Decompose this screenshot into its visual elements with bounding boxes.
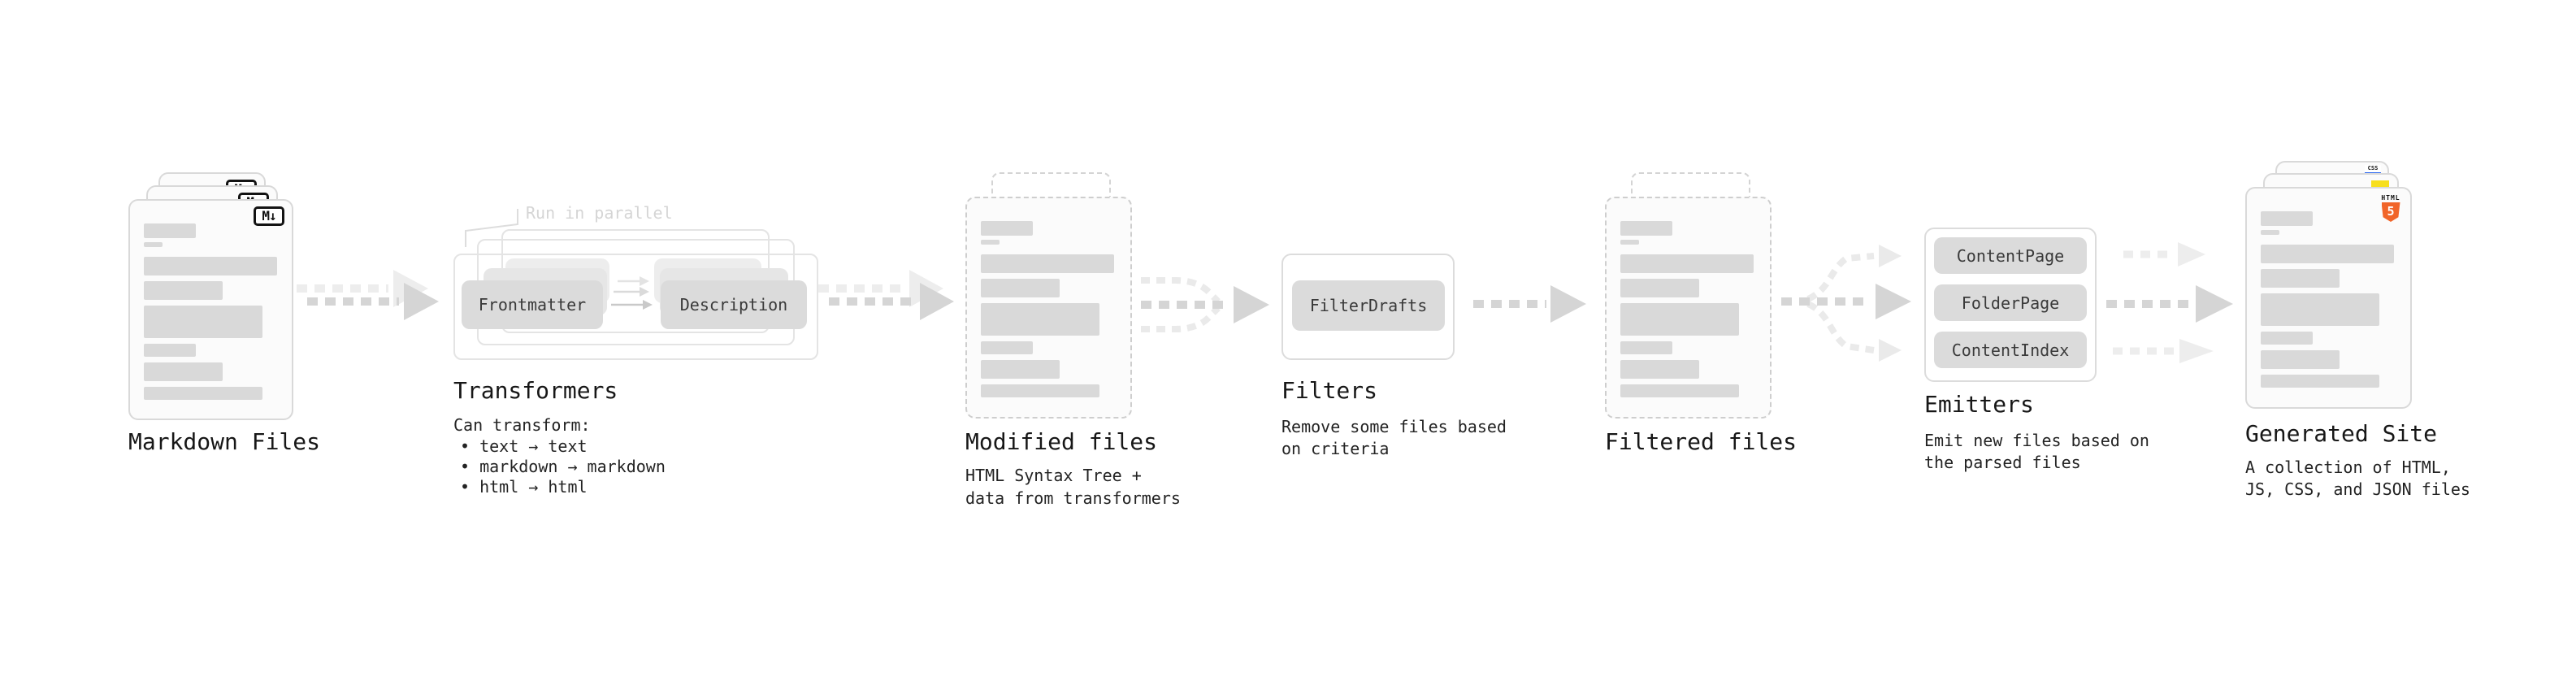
site-doc-front: HTML 5 — [2245, 187, 2412, 409]
folderpage-box: FolderPage — [1934, 284, 2087, 321]
markdown-files-label: Markdown Files — [128, 428, 321, 455]
transformers-bullet: • text → text — [460, 436, 588, 456]
doc-text-placeholder — [1620, 221, 1754, 397]
filters-desc-line: Remove some files based — [1281, 417, 1507, 436]
js-icon — [2371, 180, 2389, 189]
transformer-container-front — [453, 254, 818, 360]
arrow-emitters-to-site-bottom — [2113, 339, 2214, 363]
doc-text-placeholder — [144, 223, 277, 400]
arrow-markdown-to-transformers — [297, 270, 439, 320]
generated-site-desc-line: JS, CSS, and JSON files — [2245, 479, 2470, 499]
filters-heading: Filters — [1281, 377, 1378, 404]
filtered-doc — [1605, 197, 1772, 419]
arrow-transformers-to-modified — [818, 270, 954, 320]
modified-doc — [965, 197, 1132, 419]
emitters-heading: Emitters — [1924, 391, 2034, 418]
doc-text-placeholder — [981, 221, 1114, 397]
html5-word: HTML — [2381, 194, 2400, 202]
arrow-emitters-to-site-top — [2123, 242, 2205, 267]
arrow-modified-to-filters — [1141, 277, 1269, 332]
modified-files-desc-line: HTML Syntax Tree + — [965, 466, 1142, 485]
html5-shield: 5 — [2381, 202, 2400, 222]
transformers-subheading: Can transform: — [453, 415, 591, 435]
doc-text-placeholder — [2261, 211, 2394, 388]
emitters-desc-line: the parsed files — [1924, 453, 2081, 472]
generated-site-desc-line: A collection of HTML, — [2245, 458, 2451, 477]
filters-desc-line: on criteria — [1281, 439, 1390, 458]
modified-files-heading: Modified files — [965, 428, 1158, 455]
run-in-parallel-label: Run in parallel — [526, 203, 673, 223]
frontmatter-box: Frontmatter — [462, 280, 603, 329]
modified-files-desc-line: data from transformers — [965, 488, 1181, 508]
generated-site-heading: Generated Site — [2245, 420, 2438, 447]
contentpage-box: ContentPage — [1934, 237, 2087, 274]
html5-icon: HTML 5 — [2380, 194, 2401, 222]
filterdrafts-box: FilterDrafts — [1292, 280, 1445, 331]
emitters-desc-line: Emit new files based on — [1924, 431, 2149, 450]
transformers-heading: Transformers — [453, 377, 618, 404]
transformers-bullet: • html → html — [460, 477, 588, 497]
markdown-doc-front: M↓ — [128, 199, 293, 420]
contentindex-box: ContentIndex — [1934, 332, 2087, 368]
arrow-emitters-to-site-middle — [2106, 285, 2233, 323]
description-box: Description — [661, 280, 807, 329]
transformers-bullet: • markdown → markdown — [460, 457, 666, 476]
filtered-files-heading: Filtered files — [1605, 428, 1798, 455]
markdown-icon: M↓ — [254, 206, 284, 226]
arrow-filtered-to-emitters — [1781, 245, 1911, 362]
arrow-filters-to-filtered — [1473, 285, 1586, 323]
